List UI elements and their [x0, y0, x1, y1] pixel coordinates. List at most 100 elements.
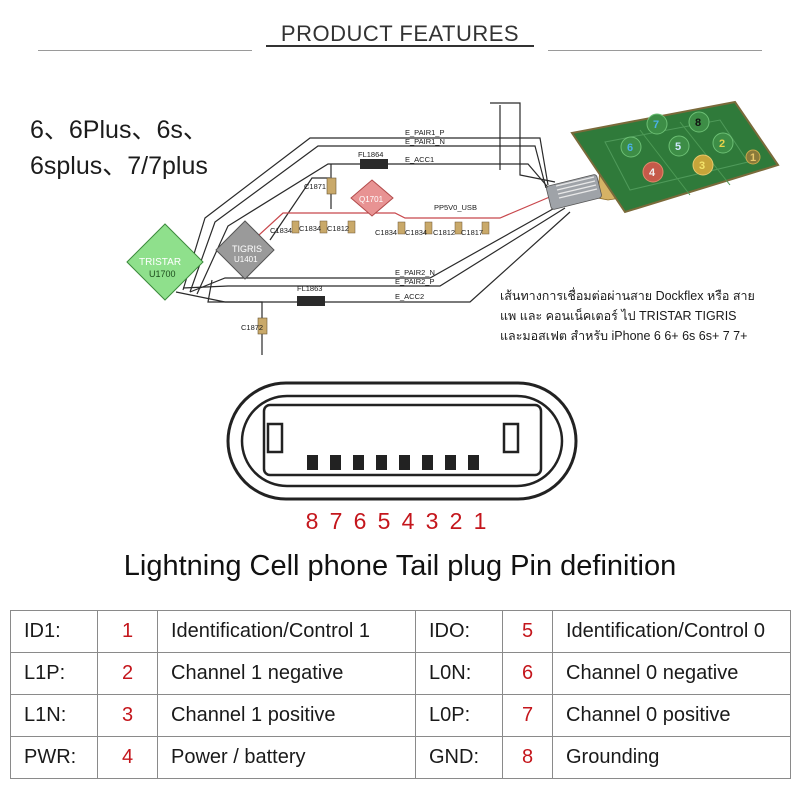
capacitor [347, 220, 356, 234]
pcb-pin-label: 8 [695, 117, 701, 129]
label-e-pair1-p: E_PAIR1_P [405, 128, 444, 137]
label-cap: C1834 [405, 228, 427, 237]
wire-e-pair1-n [189, 145, 547, 293]
port-contacts [307, 455, 479, 470]
pin-description: Channel 1 positive [157, 694, 416, 737]
port-contact [399, 455, 410, 470]
port-contact [445, 455, 456, 470]
pcb-pin-label: 1 [750, 152, 756, 164]
pin-number-cell: 4 [97, 736, 158, 779]
trace-pp5v0-usb [247, 195, 553, 246]
table-row: L1P: 2 Channel 1 negative L0N: 6 Channel… [10, 652, 791, 695]
label-fl1864: FL1864 [358, 150, 383, 159]
filter-fl1863 [297, 296, 325, 306]
label-cap: C1834 [299, 224, 321, 233]
pcb-pin-label: 3 [699, 160, 705, 172]
q1701-chip [350, 179, 394, 217]
pin-code: L1N: [10, 694, 98, 737]
pin-number: 3 [426, 508, 439, 534]
pin-code: IDO: [415, 610, 503, 653]
port-contact [353, 455, 364, 470]
port-contact [468, 455, 479, 470]
pin-number: 1 [474, 508, 487, 534]
pin-number: 5 [378, 508, 391, 534]
label-e-acc2: E_ACC2 [395, 292, 424, 301]
port-contact [330, 455, 341, 470]
pin-definition-table: ID1: 1 Identification/Control 1 IDO: 5 I… [10, 610, 791, 779]
pin-number-cell: 1 [97, 610, 158, 653]
model-line-1: 6、6Plus、6s、 [30, 116, 208, 144]
pin-number: 6 [354, 508, 367, 534]
pin-number-cell: 6 [502, 652, 553, 695]
pin-number-row: 8 7 6 5 4 3 2 1 [306, 508, 487, 534]
pin-definition-title: Lightning Cell phone Tail plug Pin defin… [123, 550, 677, 582]
pin-description: Identification/Control 1 [157, 610, 416, 653]
label-e-acc1: E_ACC1 [405, 155, 434, 164]
pin-number-cell: 8 [502, 736, 553, 779]
capacitors [257, 177, 490, 335]
capacitor [424, 221, 433, 235]
capacitor [454, 221, 463, 235]
pin-number: 8 [306, 508, 319, 534]
pin-description: Channel 0 negative [552, 652, 791, 695]
port-contact [307, 455, 318, 470]
label-pp5v0-usb: PP5V0_USB [434, 203, 477, 212]
port-clip-right [502, 422, 520, 454]
q1701-label: Q1701 [359, 195, 384, 204]
pcb-pin-label: 6 [627, 142, 633, 154]
tigris-chip [215, 220, 275, 280]
wire-e-acc2 [175, 211, 571, 303]
caption-line: เส้นทางการเชื่อมต่อผ่านสาย Dockflex หรือ… [500, 289, 755, 303]
circuit-caption: เส้นทางการเชื่อมต่อผ่านสาย Dockflex หรือ… [500, 286, 795, 346]
lightning-port-drawing [226, 381, 578, 501]
capacitor-c1871 [326, 177, 337, 195]
caption-line: แพ และ คอนเน็คเตอร์ ไป TRISTAR TIGRIS [500, 309, 737, 323]
pcb-pin-labels: 7 8 6 5 2 4 3 1 [627, 117, 756, 179]
label-e-pair1-n: E_PAIR1_N [405, 137, 445, 146]
capacitor [397, 221, 406, 235]
label-cap: C1812 [433, 228, 455, 237]
table-row: L1N: 3 Channel 1 positive L0P: 7 Channel… [10, 694, 791, 737]
tristar-label: TRISTAR [139, 257, 181, 268]
port-contact [422, 455, 433, 470]
label-cap: C1834 [375, 228, 397, 237]
title-underline [266, 45, 534, 47]
wire-c1872 [207, 279, 263, 355]
pcb-board: 7 8 6 5 2 4 3 1 [570, 100, 780, 214]
port-clip-left [266, 422, 284, 454]
pcb-pin-label: 5 [675, 141, 681, 153]
power-trace [247, 195, 553, 246]
label-fl1863: FL1863 [297, 284, 322, 293]
pcb-pin-label: 4 [649, 167, 656, 179]
port-cavity [262, 403, 543, 477]
header-divider-right [548, 50, 762, 51]
wire-e-pair1-p [182, 137, 549, 291]
page-title: PRODUCT FEATURES [280, 21, 520, 46]
header: PRODUCT FEATURES [0, 0, 800, 60]
pin-description: Power / battery [157, 736, 416, 779]
pin-number-cell: 2 [97, 652, 158, 695]
pin-code: ID1: [10, 610, 98, 653]
model-list: 6、6Plus、6s、 6splus、7/7plus [30, 112, 208, 184]
filter-fl1864 [360, 159, 388, 169]
tigris-part: U1401 [234, 255, 258, 264]
pin-code: PWR: [10, 736, 98, 779]
model-line-2: 6splus、7/7plus [30, 152, 208, 180]
signal-labels: E_PAIR1_P E_PAIR1_N E_ACC1 PP5V0_USB E_P… [241, 128, 483, 332]
port-contact [376, 455, 387, 470]
pin-code: L1P: [10, 652, 98, 695]
label-e-pair2-n: E_PAIR2_N [395, 268, 435, 277]
capacitor [291, 220, 300, 234]
label-e-pair2-p: E_PAIR2_P [395, 277, 434, 286]
pin-number-cell: 7 [502, 694, 553, 737]
wire-stub [490, 102, 556, 183]
pin-description: Grounding [552, 736, 791, 779]
capacitor-c1872 [257, 317, 268, 335]
pin-number: 7 [330, 508, 343, 534]
label-cap: C1834 [270, 226, 292, 235]
caption-line: และมอสเฟต สำหรับ iPhone 6 6+ 6s 6s+ 7 7+ [500, 329, 748, 343]
pin-code: L0P: [415, 694, 503, 737]
pin-description: Channel 0 positive [552, 694, 791, 737]
label-c1871: C1871 [304, 182, 326, 191]
tristar-part: U1700 [149, 269, 176, 279]
